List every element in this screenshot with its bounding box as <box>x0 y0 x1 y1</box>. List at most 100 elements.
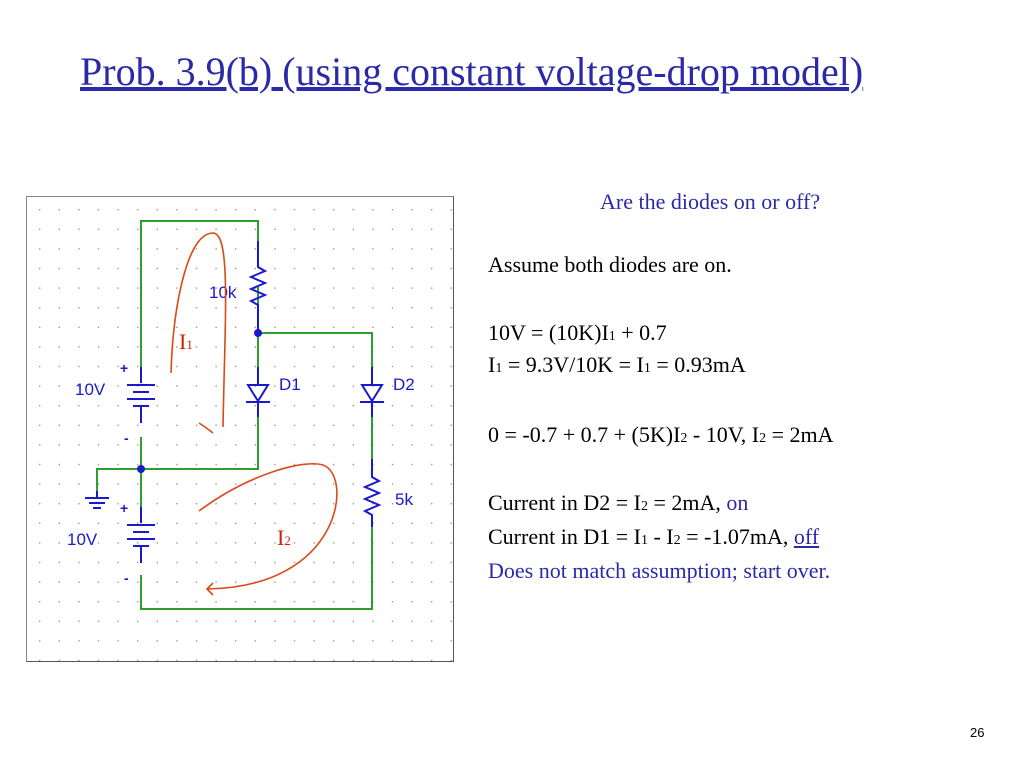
grid-dot <box>391 209 394 211</box>
grid-dot <box>176 267 178 270</box>
grid-dot <box>39 561 41 564</box>
grid-dot <box>235 601 237 603</box>
grid-dot <box>195 365 198 368</box>
grid-dot <box>293 503 296 505</box>
grid-dot <box>431 463 433 466</box>
schematic-canvas: 10k 5k D1 D2 10V 10V + - + - I1 I2 <box>39 209 452 661</box>
grid-dot <box>274 405 276 407</box>
grid-dot <box>117 522 119 524</box>
grid-dot <box>195 659 198 661</box>
grid-dot <box>195 444 198 446</box>
kvl-equation-2: 0 = -0.7 + 0.7 + (5K)I2 - 10V, I2 = 2mA <box>488 422 834 447</box>
grid-dot <box>39 444 41 446</box>
grid-dot <box>411 561 413 564</box>
grid-dot <box>411 405 413 407</box>
grid-dot <box>313 267 315 270</box>
grid-dot <box>391 405 394 407</box>
grid-dot <box>215 346 217 348</box>
grid-dot <box>254 424 256 426</box>
grid-dot <box>195 640 198 642</box>
grid-dot <box>352 561 354 564</box>
grid-dot <box>156 287 158 289</box>
grid-dot <box>411 228 413 230</box>
grid-dot <box>372 209 374 211</box>
grid-dot <box>156 463 158 466</box>
grid-dot <box>117 659 119 661</box>
grid-dot <box>215 267 217 270</box>
grid-dot <box>254 228 256 230</box>
grid-dot <box>58 483 60 485</box>
grid-dot <box>293 659 296 661</box>
grid-dot <box>450 365 452 368</box>
grid-dot <box>195 248 198 250</box>
grid-dot <box>156 248 158 250</box>
grid-dot <box>391 444 394 446</box>
grid-dot <box>58 209 60 211</box>
resistor-icon <box>362 459 382 527</box>
grid-dot <box>235 640 237 642</box>
grid-dot <box>333 463 335 466</box>
grid-dot <box>254 385 256 387</box>
grid-dot <box>78 424 80 426</box>
grid-dot <box>156 385 158 387</box>
grid-dot <box>274 503 276 505</box>
page-number: 26 <box>970 725 985 740</box>
resistor-icon <box>248 241 268 333</box>
grid-dot <box>58 463 60 466</box>
grid-dot <box>391 307 394 309</box>
grid-dot <box>215 463 217 466</box>
grid-dot <box>333 561 335 564</box>
grid-dot <box>333 365 335 368</box>
grid-dot <box>313 601 315 603</box>
grid-dot <box>431 326 433 328</box>
grid-dot <box>58 365 60 368</box>
grid-dot <box>97 463 100 466</box>
grid-dot <box>58 542 60 544</box>
grid-dot <box>176 405 178 407</box>
grid-dot <box>39 503 41 505</box>
grid-dot <box>411 659 413 661</box>
i1-result: I1 = 9.3V/10K = I1 = 0.93mA <box>488 352 746 377</box>
grid-dot <box>254 209 256 211</box>
grid-dot <box>215 659 217 661</box>
grid-dot <box>215 307 217 309</box>
grid-dot <box>235 444 237 446</box>
grid-dot <box>58 601 60 603</box>
grid-dot <box>39 209 41 211</box>
grid-dot <box>137 228 139 230</box>
grid-dot <box>372 640 374 642</box>
grid-dot <box>450 542 452 544</box>
grid-dot <box>352 228 354 230</box>
grid-dot <box>450 267 452 270</box>
grid-dot <box>293 209 296 211</box>
grid-dot <box>137 483 139 485</box>
grid-dot <box>137 640 139 642</box>
grid-dot <box>117 463 119 466</box>
grid-dot <box>274 659 276 661</box>
grid-dot <box>254 405 256 407</box>
grid-dot <box>352 365 354 368</box>
grid-dot <box>313 307 315 309</box>
grid-dot <box>156 620 158 622</box>
grid-dot <box>39 581 41 583</box>
grid-dot <box>117 542 119 544</box>
grid-dot <box>431 522 433 524</box>
grid-dot <box>215 601 217 603</box>
grid-dot <box>333 444 335 446</box>
grid-dot <box>372 385 374 387</box>
grid-dot <box>431 424 433 426</box>
grid-dot <box>352 424 354 426</box>
grid-dot <box>411 503 413 505</box>
grid-dot <box>254 561 256 564</box>
grid-dot <box>293 601 296 603</box>
wire-node-d2 <box>258 332 373 380</box>
grid-dot <box>78 483 80 485</box>
grid-dot <box>352 307 354 309</box>
grid-dot <box>391 542 394 544</box>
grid-dot <box>313 209 315 211</box>
grid-dot <box>97 267 100 270</box>
grid-dot <box>137 287 139 289</box>
grid-dot <box>215 405 217 407</box>
grid-dot <box>117 483 119 485</box>
grid-dot <box>78 405 80 407</box>
